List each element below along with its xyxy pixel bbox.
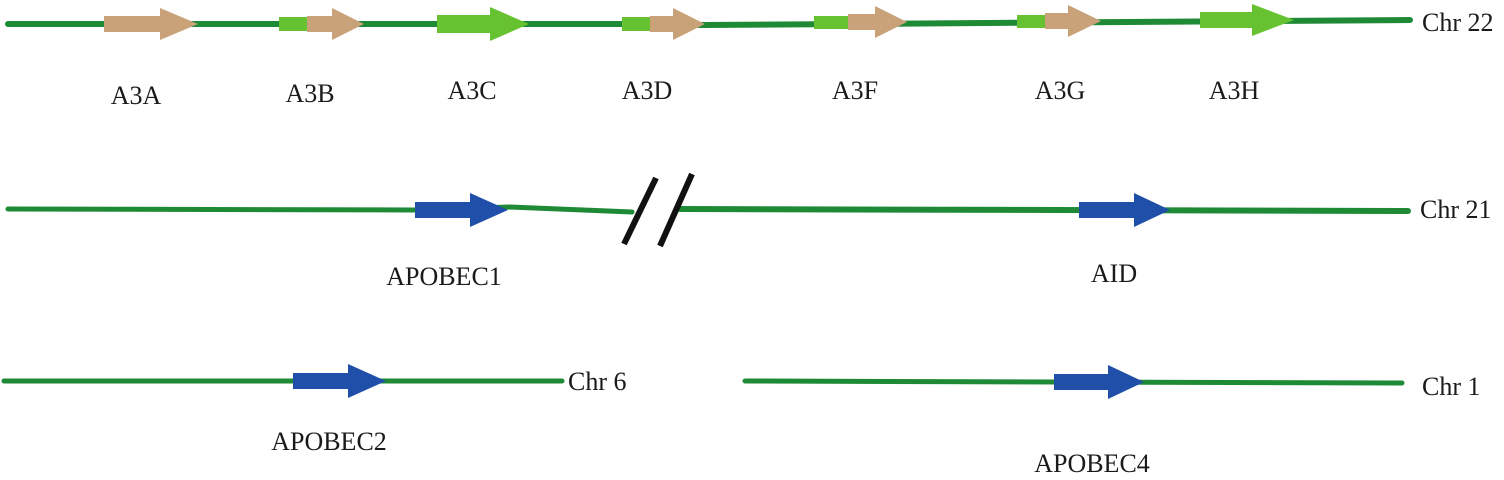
chr1-label: Chr 1: [1422, 372, 1481, 401]
apobec1-arrow: [415, 193, 508, 227]
apobec4-arrow: [1054, 365, 1144, 399]
apobec2-arrow: [293, 364, 386, 398]
chr22-label: Chr 22: [1422, 8, 1494, 37]
a3f-green-segment: [814, 16, 850, 29]
a3d-arrow: [650, 8, 705, 40]
chr6-row: Chr 6 APOBEC2: [1, 364, 627, 456]
a3b-arrow: [307, 8, 364, 40]
chr22-row: Chr 22 A3A A3B A3C A3D A3F A3G A3H: [5, 4, 1494, 110]
apobec4-label: APOBEC4: [1034, 449, 1150, 478]
apobec1-label: APOBEC1: [386, 262, 502, 291]
a3f-arrow: [848, 6, 907, 38]
a3h-label: A3H: [1209, 76, 1260, 105]
apobec2-label: APOBEC2: [271, 427, 387, 456]
chromosome-break-mark: [657, 172, 695, 248]
a3c-label: A3C: [447, 76, 496, 105]
a3f-label: A3F: [832, 76, 878, 105]
aid-arrow: [1079, 193, 1170, 227]
a3b-green-segment: [279, 17, 309, 31]
chr21-line-right: [677, 206, 1411, 214]
a3c-arrow: [437, 7, 529, 41]
chr1-row: Chr 1 APOBEC4: [742, 365, 1481, 478]
chr21-row: Chr 21 APOBEC1 AID: [5, 172, 1492, 291]
chr21-label: Chr 21: [1420, 195, 1492, 224]
aid-label: AID: [1091, 259, 1137, 288]
a3a-arrow: [104, 8, 198, 40]
chr22-line: [5, 17, 1413, 29]
a3b-label: A3B: [285, 79, 334, 108]
a3h-arrow: [1200, 4, 1294, 36]
a3d-label: A3D: [622, 76, 673, 105]
a3d-green-segment: [622, 17, 652, 31]
a3g-arrow: [1045, 5, 1101, 37]
chr21-line-left: [5, 204, 635, 215]
a3g-label: A3G: [1035, 76, 1086, 105]
a3g-green-segment: [1017, 15, 1047, 28]
a3a-label: A3A: [111, 81, 162, 110]
chromosome-break-mark: [621, 176, 659, 246]
chr6-label: Chr 6: [568, 367, 627, 396]
